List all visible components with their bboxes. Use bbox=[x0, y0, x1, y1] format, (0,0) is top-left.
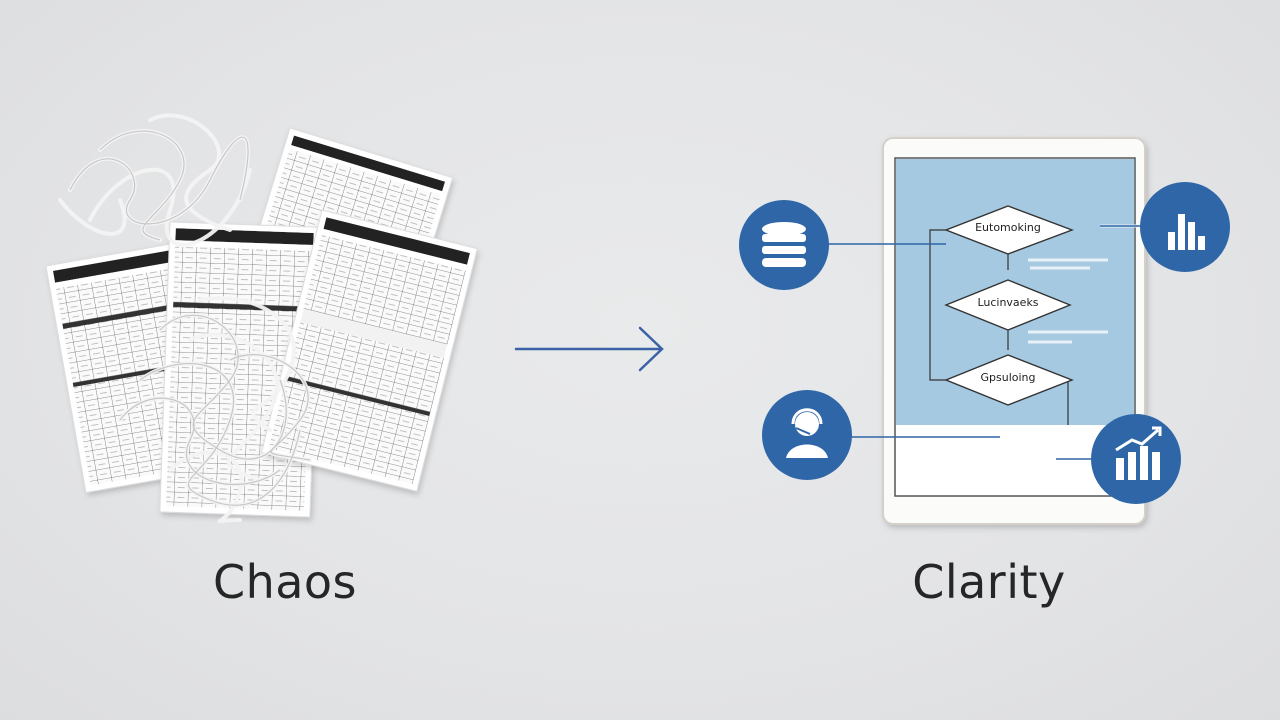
flowchart-step-3 bbox=[944, 354, 1074, 406]
clarity-caption: Clarity bbox=[912, 555, 1066, 609]
flowchart-step-1 bbox=[944, 205, 1074, 255]
spreadsheet-sheet bbox=[260, 209, 478, 492]
chaos-pile bbox=[45, 113, 478, 524]
icon-connectors bbox=[828, 225, 1142, 460]
person-headset-icon bbox=[762, 390, 852, 480]
flowchart-step-1-label: Eutomoking bbox=[975, 221, 1041, 234]
arrow-right-icon bbox=[514, 326, 664, 372]
flowchart-step-3-label: Gpsuloing bbox=[980, 371, 1036, 384]
flowchart-step-2 bbox=[944, 279, 1072, 331]
chaos-caption: Chaos bbox=[212, 555, 358, 609]
growth-chart-icon bbox=[1091, 414, 1181, 504]
database-icon bbox=[739, 200, 829, 290]
bar-chart-icon bbox=[1140, 182, 1230, 272]
flowchart-step-2-label: Lucinvaeks bbox=[977, 296, 1039, 309]
